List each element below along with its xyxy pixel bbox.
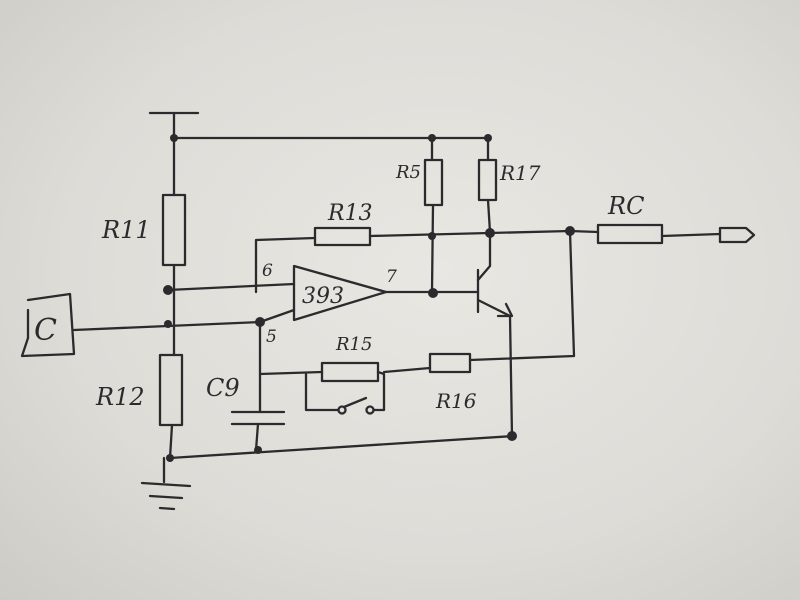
switch-bypass <box>304 370 386 415</box>
ground-rail <box>168 434 516 460</box>
resistor-rc: RC <box>568 192 756 245</box>
label-rc: RC <box>607 192 644 220</box>
resistor-r16: R16 <box>382 229 576 413</box>
label-r5: R5 <box>395 162 421 183</box>
label-r13: R13 <box>327 201 373 226</box>
label-sensor-c: C <box>34 313 57 348</box>
label-pin-6: 6 <box>262 261 273 281</box>
supply-rail <box>148 111 492 140</box>
label-r16: R16 <box>435 389 477 413</box>
capacitor-c9: C9 <box>206 372 286 452</box>
label-c9: C9 <box>206 374 240 402</box>
sensor-box-c: C <box>20 292 262 358</box>
transistor <box>430 230 514 438</box>
junction-dots <box>163 134 575 462</box>
ground-symbol <box>140 456 192 511</box>
label-r17: R17 <box>499 161 541 185</box>
resistor-r17: R17 <box>477 136 541 234</box>
resistor-r5: R5 <box>395 136 444 294</box>
resistor-r15: R15 <box>258 320 380 383</box>
label-r15: R15 <box>335 334 372 355</box>
label-pin-7: 7 <box>386 267 397 287</box>
comparator-393: 393 6 5 7 <box>166 261 434 347</box>
resistor-r12: R12 <box>95 288 184 460</box>
resistor-r11: R11 <box>101 136 187 292</box>
resistor-r13: R13 <box>254 201 572 294</box>
label-r11: R11 <box>101 216 151 244</box>
label-comparator: 393 <box>302 284 344 309</box>
label-pin-5: 5 <box>266 327 277 347</box>
label-r12: R12 <box>95 383 145 411</box>
